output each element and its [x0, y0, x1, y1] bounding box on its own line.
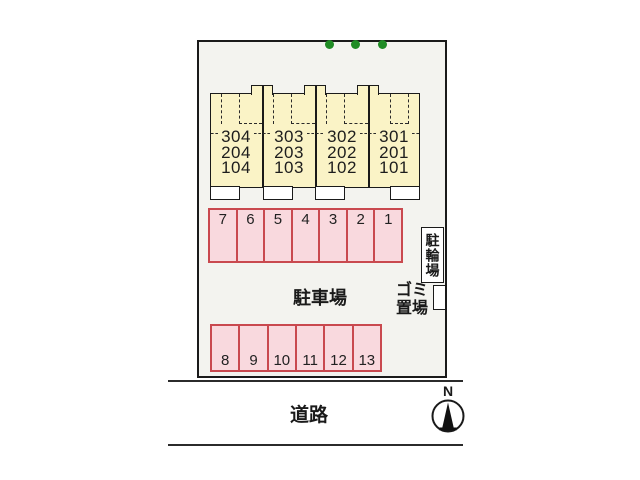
road-edge-line: [168, 444, 463, 446]
unit-divider: [262, 86, 264, 188]
unit-room-numbers: 302 202 102: [316, 127, 368, 177]
balcony-dashed-line: [307, 133, 314, 134]
tree-marker-icon: [325, 40, 334, 49]
room-number: 301: [379, 127, 409, 146]
compass-north-icon: N: [431, 383, 465, 433]
parking-stall: 8: [212, 326, 241, 370]
garbage-area-label: ゴミ 置場: [395, 282, 428, 317]
parking-stall: 11: [297, 326, 326, 370]
entrance-porch: [263, 186, 293, 200]
balcony-dashed-line: [408, 94, 409, 124]
parking-area-label: 駐車場: [293, 288, 347, 308]
balcony-dashed-line: [254, 133, 261, 134]
balcony-dashed-line: [239, 123, 262, 124]
balcony-dashed-line: [412, 133, 419, 134]
parking-stall: 12: [325, 326, 354, 370]
balcony-dashed-line: [221, 94, 222, 124]
balcony-dashed-line: [316, 133, 323, 134]
parking-stall: 1: [384, 211, 393, 228]
room-number: 202: [327, 142, 357, 162]
parking-stall: 10: [269, 326, 297, 370]
balcony-dashed-line: [326, 94, 327, 124]
balcony-dashed-line: [360, 133, 367, 134]
tree-marker-icon: [351, 40, 360, 49]
parking-stall: 6: [238, 210, 266, 261]
parking-stall: 9: [240, 326, 269, 370]
balcony-dashed-line: [291, 123, 315, 124]
balcony-dashed-line: [369, 133, 376, 134]
road-edge-line: [168, 380, 463, 382]
unit-divider: [315, 86, 317, 188]
bicycle-parking-label: 駐輪場: [424, 232, 441, 278]
road-label: 道路: [289, 405, 328, 426]
bicycle-parking-box: 駐輪場: [421, 227, 444, 283]
balcony-dashed-line: [273, 94, 274, 124]
parking-stall: 13: [358, 352, 376, 369]
room-number: 303: [274, 127, 304, 146]
room-number: 204: [221, 142, 251, 162]
room-number: 304: [221, 127, 251, 146]
entrance-porch: [210, 186, 240, 200]
parking-stall: 3: [320, 210, 348, 261]
room-number: 101: [379, 158, 409, 177]
parking-stall: 5: [265, 210, 293, 261]
entrance-porch: [390, 186, 420, 200]
balcony-dashed-line: [291, 94, 292, 124]
entrance-porch: [315, 186, 345, 200]
parking-row-bottom: 8 9 10 11 12 13: [210, 324, 382, 372]
unit-divider: [368, 86, 370, 188]
balcony-dashed-line: [344, 123, 368, 124]
balcony-dashed-line: [263, 133, 270, 134]
room-number: 102: [327, 158, 357, 177]
balcony-dashed-line: [211, 133, 218, 134]
parking-stall: 2: [348, 210, 376, 261]
unit-room-numbers: 304 204 104: [210, 127, 262, 177]
balcony-dashed-line: [390, 123, 408, 124]
room-number: 103: [274, 158, 304, 177]
unit-room-numbers: 303 203 103: [263, 127, 315, 177]
unit-room-numbers: 301 201 101: [368, 127, 420, 177]
garbage-area-box: [433, 285, 446, 310]
room-number: 201: [379, 142, 409, 162]
room-number: 203: [274, 142, 304, 162]
balcony-dashed-line: [390, 94, 391, 124]
parking-stall: 4: [293, 210, 321, 261]
tree-marker-icon: [378, 40, 387, 49]
room-number: 302: [327, 127, 357, 146]
parking-stall: 7: [210, 210, 238, 261]
balcony-dashed-line: [239, 94, 240, 124]
parking-row-top: 7 6 5 4 3 2 1: [208, 208, 403, 263]
compass-north-label: N: [443, 383, 453, 399]
room-number: 104: [221, 158, 251, 177]
balcony-dashed-line: [344, 94, 345, 124]
